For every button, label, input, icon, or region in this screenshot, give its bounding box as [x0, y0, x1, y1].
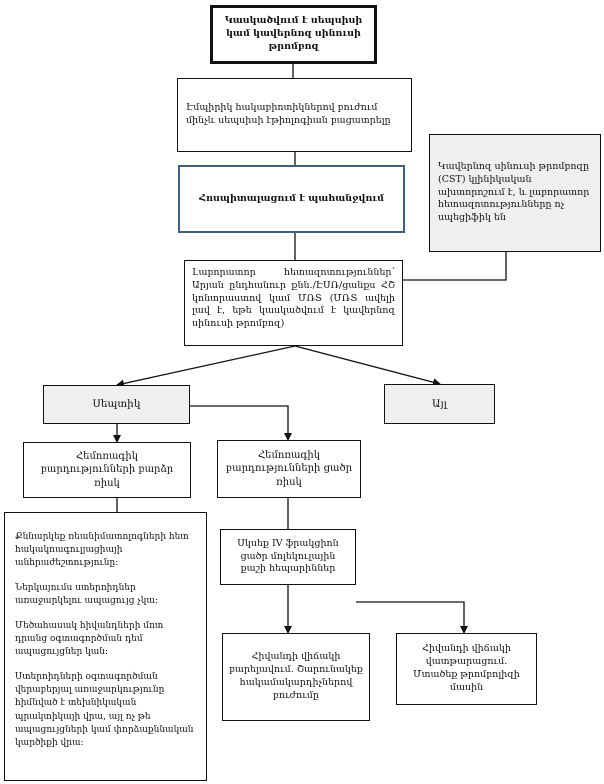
arrow-labs-septic [116, 345, 296, 388]
node-other-text: Այլ [432, 397, 447, 410]
node-worsening: Հիվանդի վիճակի վատթարացում. Մտածեք թրոմբ… [396, 633, 537, 705]
node-hospitalization: Հոսպիտալացում է պահանջվում [178, 165, 405, 233]
node-empiric-antibiotics-text: Էմպիրիկ հակաբիոտիկներով բուժում մինչև սե… [186, 102, 391, 126]
node-septic-text: Սեպտիկ [92, 398, 141, 411]
arrow-septic-low [190, 405, 292, 441]
node-septic: Սեպտիկ [43, 385, 190, 424]
node-cst-note: Կավերնոզ սինուսի թրոմբոզը (CST) կլինիկակ… [429, 134, 601, 252]
node-suspected-text: Կասկածվում է սեպսիսի կամ կավերնոզ սինուս… [224, 15, 363, 52]
arrow-labs-other [294, 345, 441, 387]
node-anticoagulation: Սկսեք IV ֆրակցիոն ցածր մոլեկուլային քաշի… [220, 529, 356, 585]
node-low-risk: Հեմոռագիկ բարդությունների ցածր ռիսկ [217, 440, 361, 498]
node-lab-tests-text: Լաբորատոր հետազոտություններ՝ Արյան ընդհա… [192, 267, 395, 330]
node-anticoagulation-text: Սկսեք IV ֆրակցիոն ցածր մոլեկուլային քաշի… [237, 537, 339, 575]
node-high-risk: Հեմոռագիկ բարդությունների բարձր ռիսկ [23, 442, 191, 498]
node-suspected: Կասկածվում է սեպսիսի կամ կավերնոզ սինուս… [210, 5, 377, 64]
node-low-risk-text: Հեմոռագիկ բարդությունների ցածր ռիսկ [225, 449, 353, 488]
node-worsening-text: Հիվանդի վիճակի վատթարացում. Մտածեք թրոմբ… [413, 643, 520, 693]
note-3: Մեծահասակ հիվանդների մոտ դրանց օգտագործմ… [15, 621, 164, 658]
node-improvement: Հիվանդի վիճակի բարելավում. Շարունակեք հա… [222, 633, 370, 721]
node-empiric-antibiotics: Էմպիրիկ հակաբիոտիկներով բուժում մինչև սե… [177, 78, 412, 152]
node-other: Այլ [384, 384, 495, 424]
node-cst-note-text: Կավերնոզ սինուսի թրոմբոզը (CST) կլինիկակ… [438, 160, 590, 224]
note-2: Ներկայումս ստերոիդներ առաջարկելու ապացու… [15, 583, 158, 607]
note-1: Քննարկեք ռեանիմատոլոգների հետ հակակոագու… [15, 532, 189, 569]
line-cst-labs [403, 252, 507, 281]
node-lab-tests: Լաբորատոր հետազոտություններ՝ Արյան ընդհա… [184, 260, 403, 346]
note-4: Ստերոիդների օգտագործման վերաբերյալ առաջա… [15, 672, 194, 748]
node-notes: Քննարկեք ռեանիմատոլոգների հետ հակակոագու… [4, 512, 207, 781]
node-improvement-text: Հիվանդի վիճակի բարելավում. Շարունակեք հա… [229, 651, 363, 701]
node-hospitalization-text: Հոսպիտալացում է պահանջվում [199, 192, 384, 204]
arrow-anticoag-worsen [356, 601, 468, 634]
node-high-risk-text: Հեմոռագիկ բարդությունների բարձր ռիսկ [40, 450, 174, 489]
